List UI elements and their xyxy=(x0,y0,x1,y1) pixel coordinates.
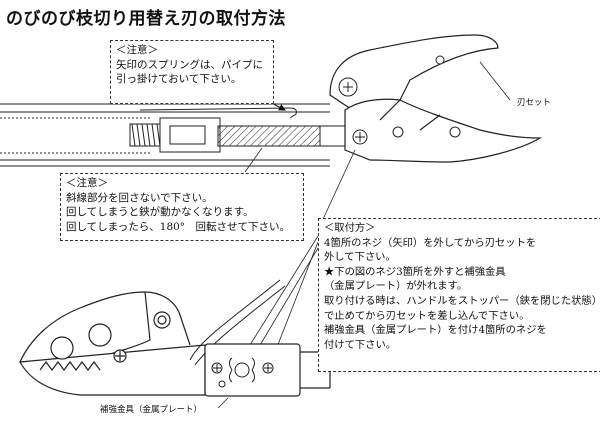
note-spring-line: 引っ掛けておいて下さい。 xyxy=(116,73,242,85)
note-installation-line: 4箇所のネジ（矢印）を外してから刃セットを xyxy=(324,236,537,249)
bottom-blade xyxy=(19,291,206,396)
note-installation-line: 取り付ける時は、ハンドルをストッパー（鋏を閉じた状態） xyxy=(324,294,600,307)
blade-screws xyxy=(338,55,461,145)
note-installation-heading: ＜取付方＞ xyxy=(324,222,376,234)
note-installation-line: 付けて下さい。 xyxy=(324,338,397,351)
blade-set xyxy=(329,34,543,163)
reinforcement-plate-label: 補強金具（金属プレート） xyxy=(100,405,203,415)
pipe xyxy=(0,103,330,167)
note-hatched-line: 回してしまうと鋏が動かなくなります。 xyxy=(66,206,254,218)
hatched-rod xyxy=(217,125,321,147)
note-installation-line: 補強金具（金属プレート）を付け4箇所のネジを xyxy=(324,324,547,337)
bottom-handle xyxy=(189,279,286,366)
page-title: のびのび枝切り用替え刃の取付方法 xyxy=(6,9,286,29)
coil-spring xyxy=(129,117,221,153)
plate-screws xyxy=(211,357,274,388)
rod-end xyxy=(319,125,349,147)
note-hatched-line: 回してしまったら、180° 回転させて下さい。 xyxy=(66,220,291,233)
note-spring: ＜注意＞ 矢印のスプリングは、パイプに 引っ掛けておいて下さい。 xyxy=(110,40,274,104)
note-installation-line: ★下の図のネジ3箇所を外すと補強金具 xyxy=(324,265,506,278)
note-hatched: ＜注意＞ 斜線部分を回さないで下さい。 回してしまうと鋏が動かなくなります。 回… xyxy=(60,173,304,241)
note-installation-line: 外して下さい。 xyxy=(324,251,396,264)
bottom-blade-holes xyxy=(50,311,171,363)
blade-label-leader xyxy=(479,61,511,101)
note-installation-line: （金属プレート）が外れます。 xyxy=(324,280,468,293)
blade-set-label: 刃セット xyxy=(517,98,552,108)
note-installation: ＜取付方＞ 4箇所のネジ（矢印）を外してから刃セットを 外して下さい。 ★下の図… xyxy=(318,218,600,372)
note-installation-line: で止めてから刃セットを差し込んで下さい。 xyxy=(324,309,530,322)
note-spring-heading: ＜注意＞ xyxy=(116,44,158,56)
note-hatched-heading: ＜注意＞ xyxy=(66,177,108,189)
note-hatched-line: 斜線部分を回さないで下さい。 xyxy=(66,191,213,204)
plate-label-leader xyxy=(217,397,229,409)
note2-leader xyxy=(244,147,263,173)
note-spring-line: 矢印のスプリングは、パイプに xyxy=(116,58,263,71)
